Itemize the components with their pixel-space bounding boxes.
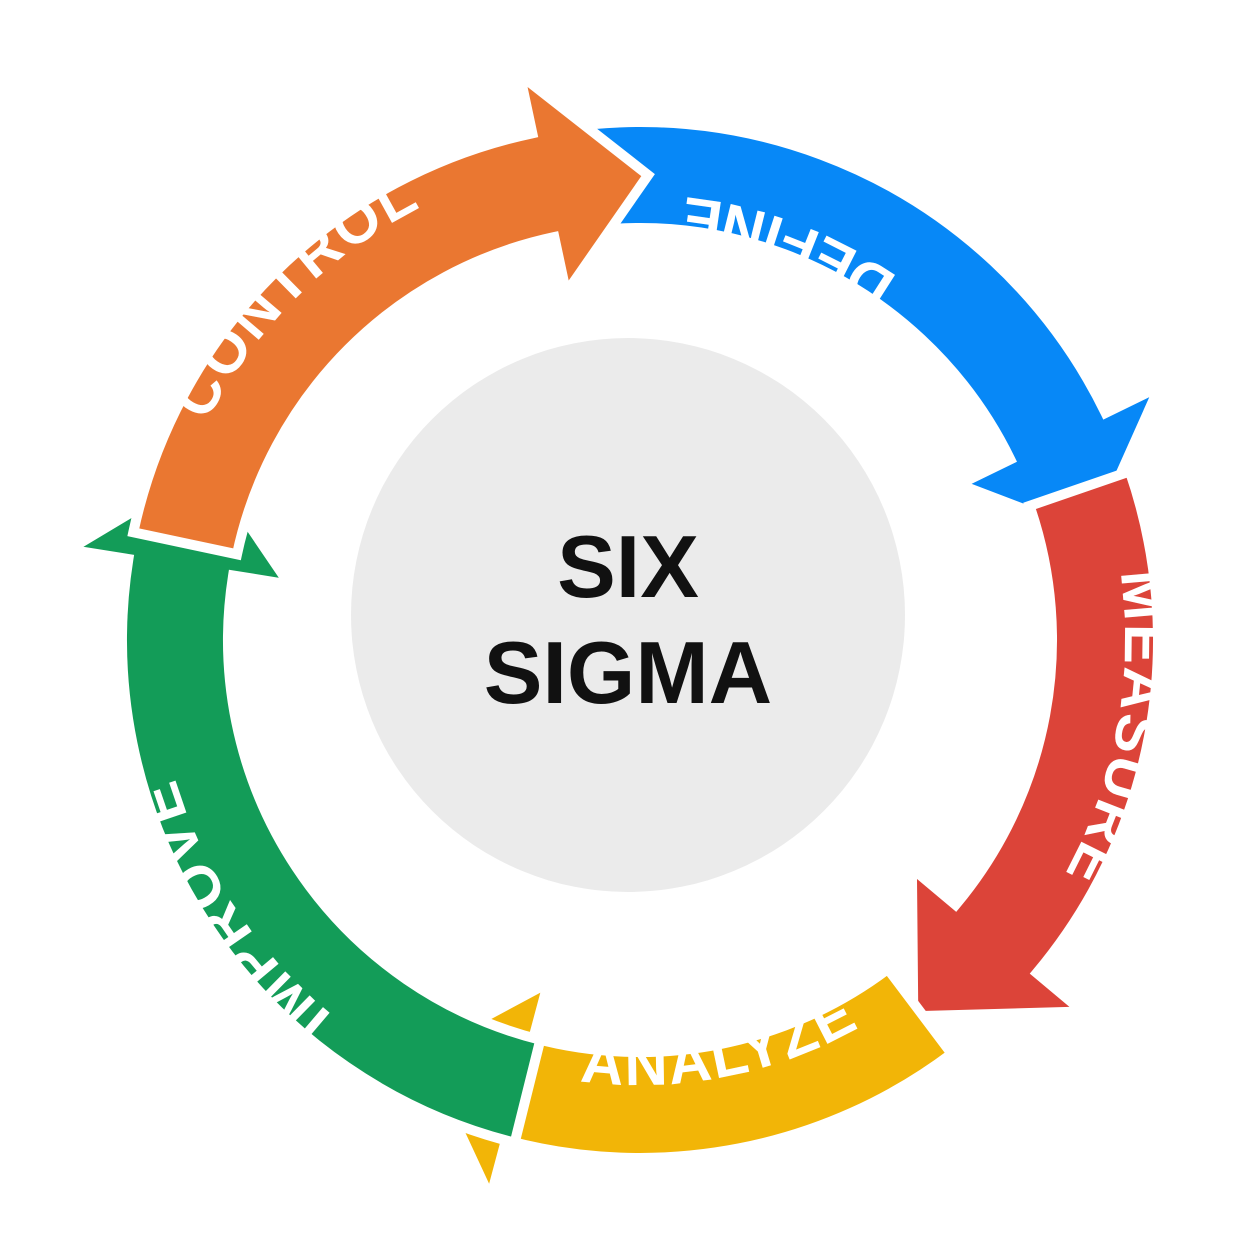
center-title-line-2: SIGMA bbox=[484, 623, 772, 722]
arrow-control-shape bbox=[127, 62, 655, 561]
arrow-measure: MEASURE bbox=[906, 465, 1177, 1022]
center-title-line-1: SIX bbox=[557, 517, 699, 616]
arrow-measure-shape bbox=[906, 465, 1163, 1022]
arrow-improve-shape bbox=[54, 459, 547, 1149]
center-circle bbox=[351, 338, 905, 892]
